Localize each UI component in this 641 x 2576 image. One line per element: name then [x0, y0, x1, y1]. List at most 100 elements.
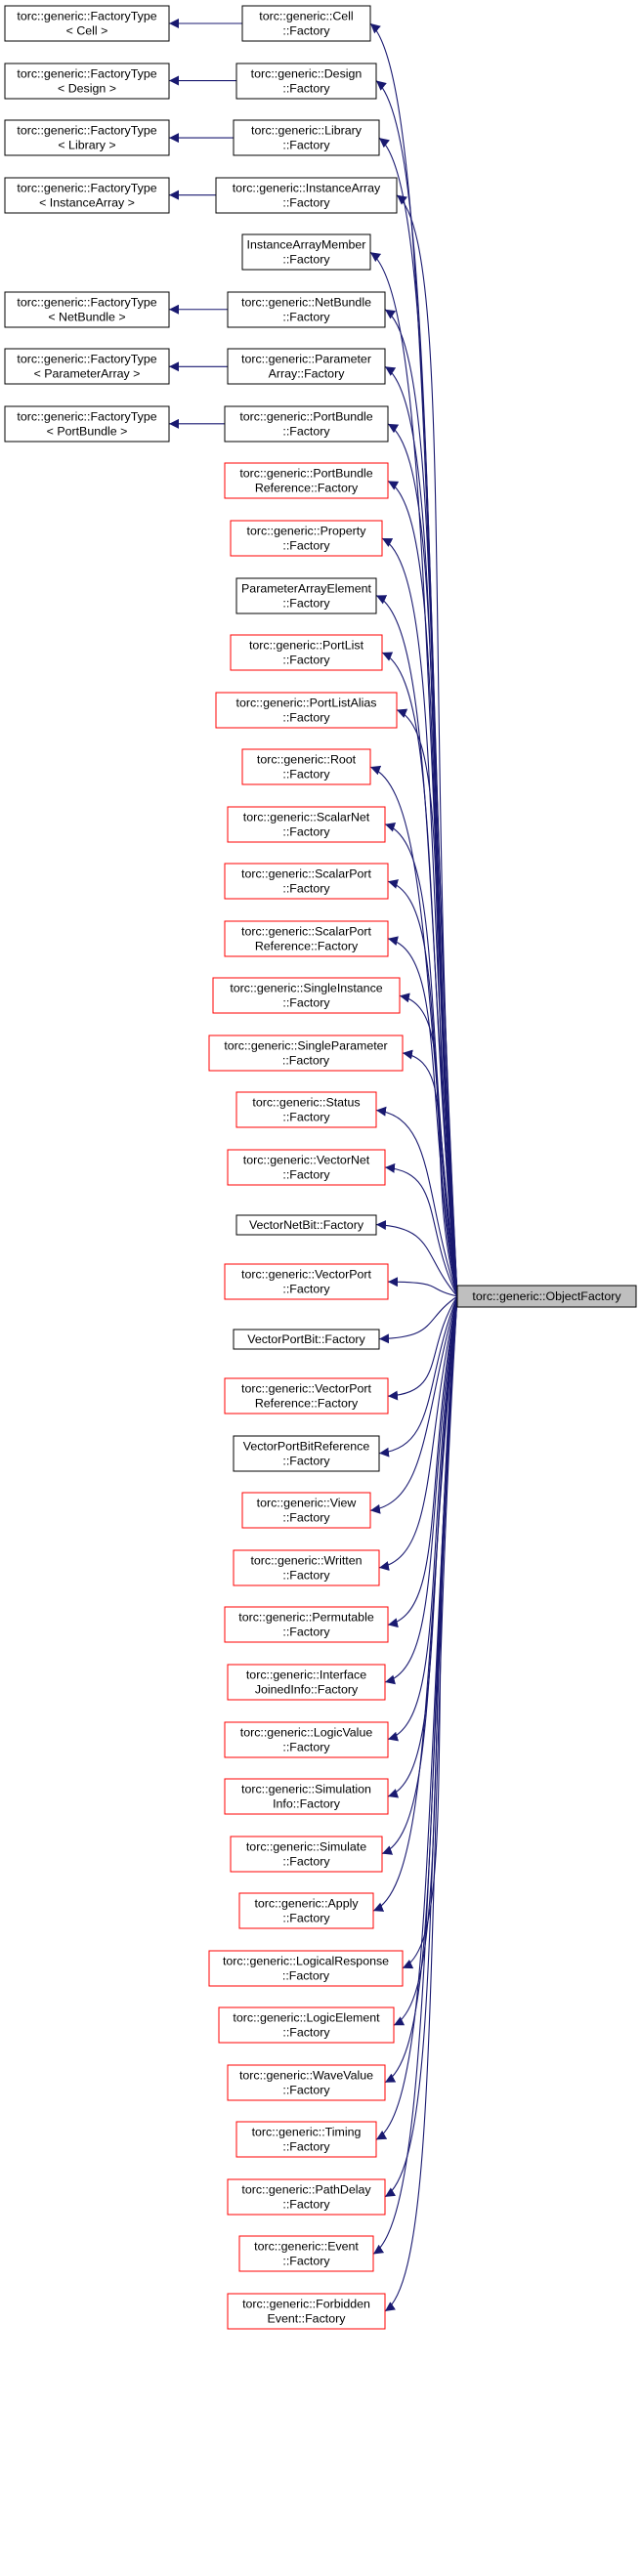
factory-portlistalias-factory[interactable]: torc::generic::PortListAlias::Factory [215, 692, 398, 729]
node-label-line: < InstanceArray > [39, 196, 135, 210]
node-label-line: ::Factory [282, 1912, 330, 1925]
factory-parameter-array-factory[interactable]: torc::generic::ParameterArray::Factory [227, 348, 386, 385]
node-box [4, 291, 170, 328]
factory-scalarport-factory[interactable]: torc::generic::ScalarPort::Factory [224, 863, 389, 900]
factory-singleparameter-factory[interactable]: torc::generic::SingleParameter::Factory [208, 1035, 404, 1072]
factory-portbundle-reference-factory[interactable]: torc::generic::PortBundleReference::Fact… [224, 462, 389, 499]
node-box [4, 177, 170, 214]
factory-root-factory[interactable]: torc::generic::Root::Factory [241, 748, 371, 785]
node-box [227, 1149, 386, 1186]
factory-instancearraymember-factory[interactable]: InstanceArrayMember::Factory [241, 233, 371, 271]
node-box [230, 634, 383, 671]
object-factory-node[interactable]: torc::generic::ObjectFactory [456, 1285, 637, 1308]
node-label-line: torc::generic::Cell [259, 10, 353, 23]
factory-vectornet-factory[interactable]: torc::generic::VectorNet::Factory [227, 1149, 386, 1186]
factory-logicvalue-factory[interactable]: torc::generic::LogicValue::Factory [224, 1721, 389, 1758]
factory-pathdelay-factory[interactable]: torc::generic::PathDelay::Factory [227, 2178, 386, 2216]
node-box [4, 348, 170, 385]
node-label-line: torc::generic::NetBundle [241, 296, 371, 310]
edge-to-pathdelay-factory [384, 1295, 458, 2198]
node-box [224, 1606, 389, 1643]
factory-logicelement-factory[interactable]: torc::generic::LogicElement::Factory [218, 2006, 395, 2044]
edges-layer [169, 19, 458, 2312]
factory-permutable-factory[interactable]: torc::generic::Permutable::Factory [224, 1606, 389, 1643]
factory-property-factory[interactable]: torc::generic::Property::Factory [230, 520, 383, 557]
node-box [227, 1664, 386, 1701]
node-label-line: < NetBundle > [48, 311, 125, 324]
factory-type-factorytype-instancearray[interactable]: torc::generic::FactoryType< InstanceArra… [4, 177, 170, 214]
factory-portbundle-factory[interactable]: torc::generic::PortBundle::Factory [224, 405, 389, 443]
factory-wavevalue-factory[interactable]: torc::generic::WaveValue::Factory [227, 2064, 386, 2101]
node-label-line: torc::generic::LogicalResponse [223, 1955, 389, 1968]
node-label-line: ::Factory [282, 1741, 330, 1754]
factory-scalarport-reference-factory[interactable]: torc::generic::ScalarPortReference::Fact… [224, 920, 389, 957]
factory-type-factorytype-netbundle[interactable]: torc::generic::FactoryType< NetBundle > [4, 291, 170, 328]
node-label-line: ::Factory [282, 1455, 330, 1468]
node-box [224, 1721, 389, 1758]
node-label-line: ::Factory [282, 1569, 330, 1583]
edge-to-vectornet-factory [384, 1162, 458, 1297]
factory-type-factorytype-parameterarray[interactable]: torc::generic::FactoryType< ParameterArr… [4, 348, 170, 385]
node-box [241, 5, 371, 42]
node-label-line: ::Factory [282, 139, 330, 152]
factory-type-factorytype-design[interactable]: torc::generic::FactoryType< Design > [4, 63, 170, 100]
node-label-line: torc::generic::Root [257, 753, 357, 767]
factory-vectorportbit-factory[interactable]: VectorPortBit::Factory [233, 1329, 380, 1350]
factory-simulate-factory[interactable]: torc::generic::Simulate::Factory [230, 1836, 383, 1873]
node-label-line: torc::generic::Permutable [238, 1611, 374, 1625]
factory-status-factory[interactable]: torc::generic::Status::Factory [235, 1091, 377, 1128]
factory-library-factory[interactable]: torc::generic::Library::Factory [233, 119, 380, 156]
factory-vectorportbitreference-factory[interactable]: VectorPortBitReference::Factory [233, 1435, 380, 1472]
edge-to-netbundle-factory [384, 309, 458, 1297]
node-box [238, 1892, 374, 1929]
node-box [227, 2178, 386, 2216]
node-box [224, 1377, 389, 1415]
factory-view-factory[interactable]: torc::generic::View::Factory [241, 1492, 371, 1529]
node-label-line: Reference::Factory [255, 940, 359, 953]
node-label-line: torc::generic::Status [252, 1096, 360, 1110]
node-label-line: torc::generic::ScalarPort [241, 867, 371, 881]
factory-logicalresponse-factory[interactable]: torc::generic::LogicalResponse::Factory [208, 1950, 404, 1987]
factory-instancearray-factory[interactable]: torc::generic::InstanceArray::Factory [215, 177, 398, 214]
node-label-line: ::Factory [282, 2255, 330, 2268]
factory-type-factorytype-portbundle[interactable]: torc::generic::FactoryType< PortBundle > [4, 405, 170, 443]
node-label-line: ::Factory [282, 1855, 330, 1869]
factory-event-factory[interactable]: torc::generic::Event::Factory [238, 2235, 374, 2272]
node-box [233, 1549, 380, 1586]
node-box [241, 233, 371, 271]
factory-apply-factory[interactable]: torc::generic::Apply::Factory [238, 1892, 374, 1929]
factory-type-factorytype-library[interactable]: torc::generic::FactoryType< Library > [4, 119, 170, 156]
factory-scalarnet-factory[interactable]: torc::generic::ScalarNet::Factory [227, 806, 386, 843]
factory-design-factory[interactable]: torc::generic::Design::Factory [235, 63, 377, 100]
node-box [233, 1435, 380, 1472]
factory-type-factorytype-cell[interactable]: torc::generic::FactoryType< Cell > [4, 5, 170, 42]
node-label-line: torc::generic::PortListAlias [236, 697, 377, 710]
factory-parameterarrayelement-factory[interactable]: ParameterArrayElement::Factory [235, 577, 377, 614]
node-label-line: torc::generic::Written [250, 1554, 362, 1568]
node-label-line: ::Factory [282, 1969, 330, 1983]
node-box [224, 1263, 389, 1300]
edge-to-portlistalias-factory [396, 708, 458, 1297]
node-label-line: ::Factory [282, 1511, 330, 1525]
factory-netbundle-factory[interactable]: torc::generic::NetBundle::Factory [227, 291, 386, 328]
factory-singleinstance-factory[interactable]: torc::generic::SingleInstance::Factory [212, 977, 401, 1014]
node-label-line: torc::generic::PathDelay [241, 2183, 371, 2197]
factory-timing-factory[interactable]: torc::generic::Timing::Factory [235, 2121, 377, 2158]
factory-portlist-factory[interactable]: torc::generic::PortList::Factory [230, 634, 383, 671]
factory-interface-joinedinfo-factory[interactable]: torc::generic::InterfaceJoinedInfo::Fact… [227, 1664, 386, 1701]
factory-written-factory[interactable]: torc::generic::Written::Factory [233, 1549, 380, 1586]
node-label-line: Reference::Factory [255, 482, 359, 495]
node-label-line: torc::generic::FactoryType [17, 296, 156, 310]
factory-vectornetbit-factory[interactable]: VectorNetBit::Factory [235, 1214, 377, 1236]
node-box [227, 806, 386, 843]
factory-cell-factory[interactable]: torc::generic::Cell::Factory [241, 5, 371, 42]
node-box [224, 405, 389, 443]
factory-vectorport-factory[interactable]: torc::generic::VectorPort::Factory [224, 1263, 389, 1300]
node-box [227, 2064, 386, 2101]
factory-vectorport-reference-factory[interactable]: torc::generic::VectorPortReference::Fact… [224, 1377, 389, 1415]
node-label-line: torc::generic::Library [251, 124, 363, 138]
edge-to-vectorportbit-factory [378, 1295, 458, 1344]
node-label-line: torc::generic::LogicElement [233, 2011, 380, 2025]
